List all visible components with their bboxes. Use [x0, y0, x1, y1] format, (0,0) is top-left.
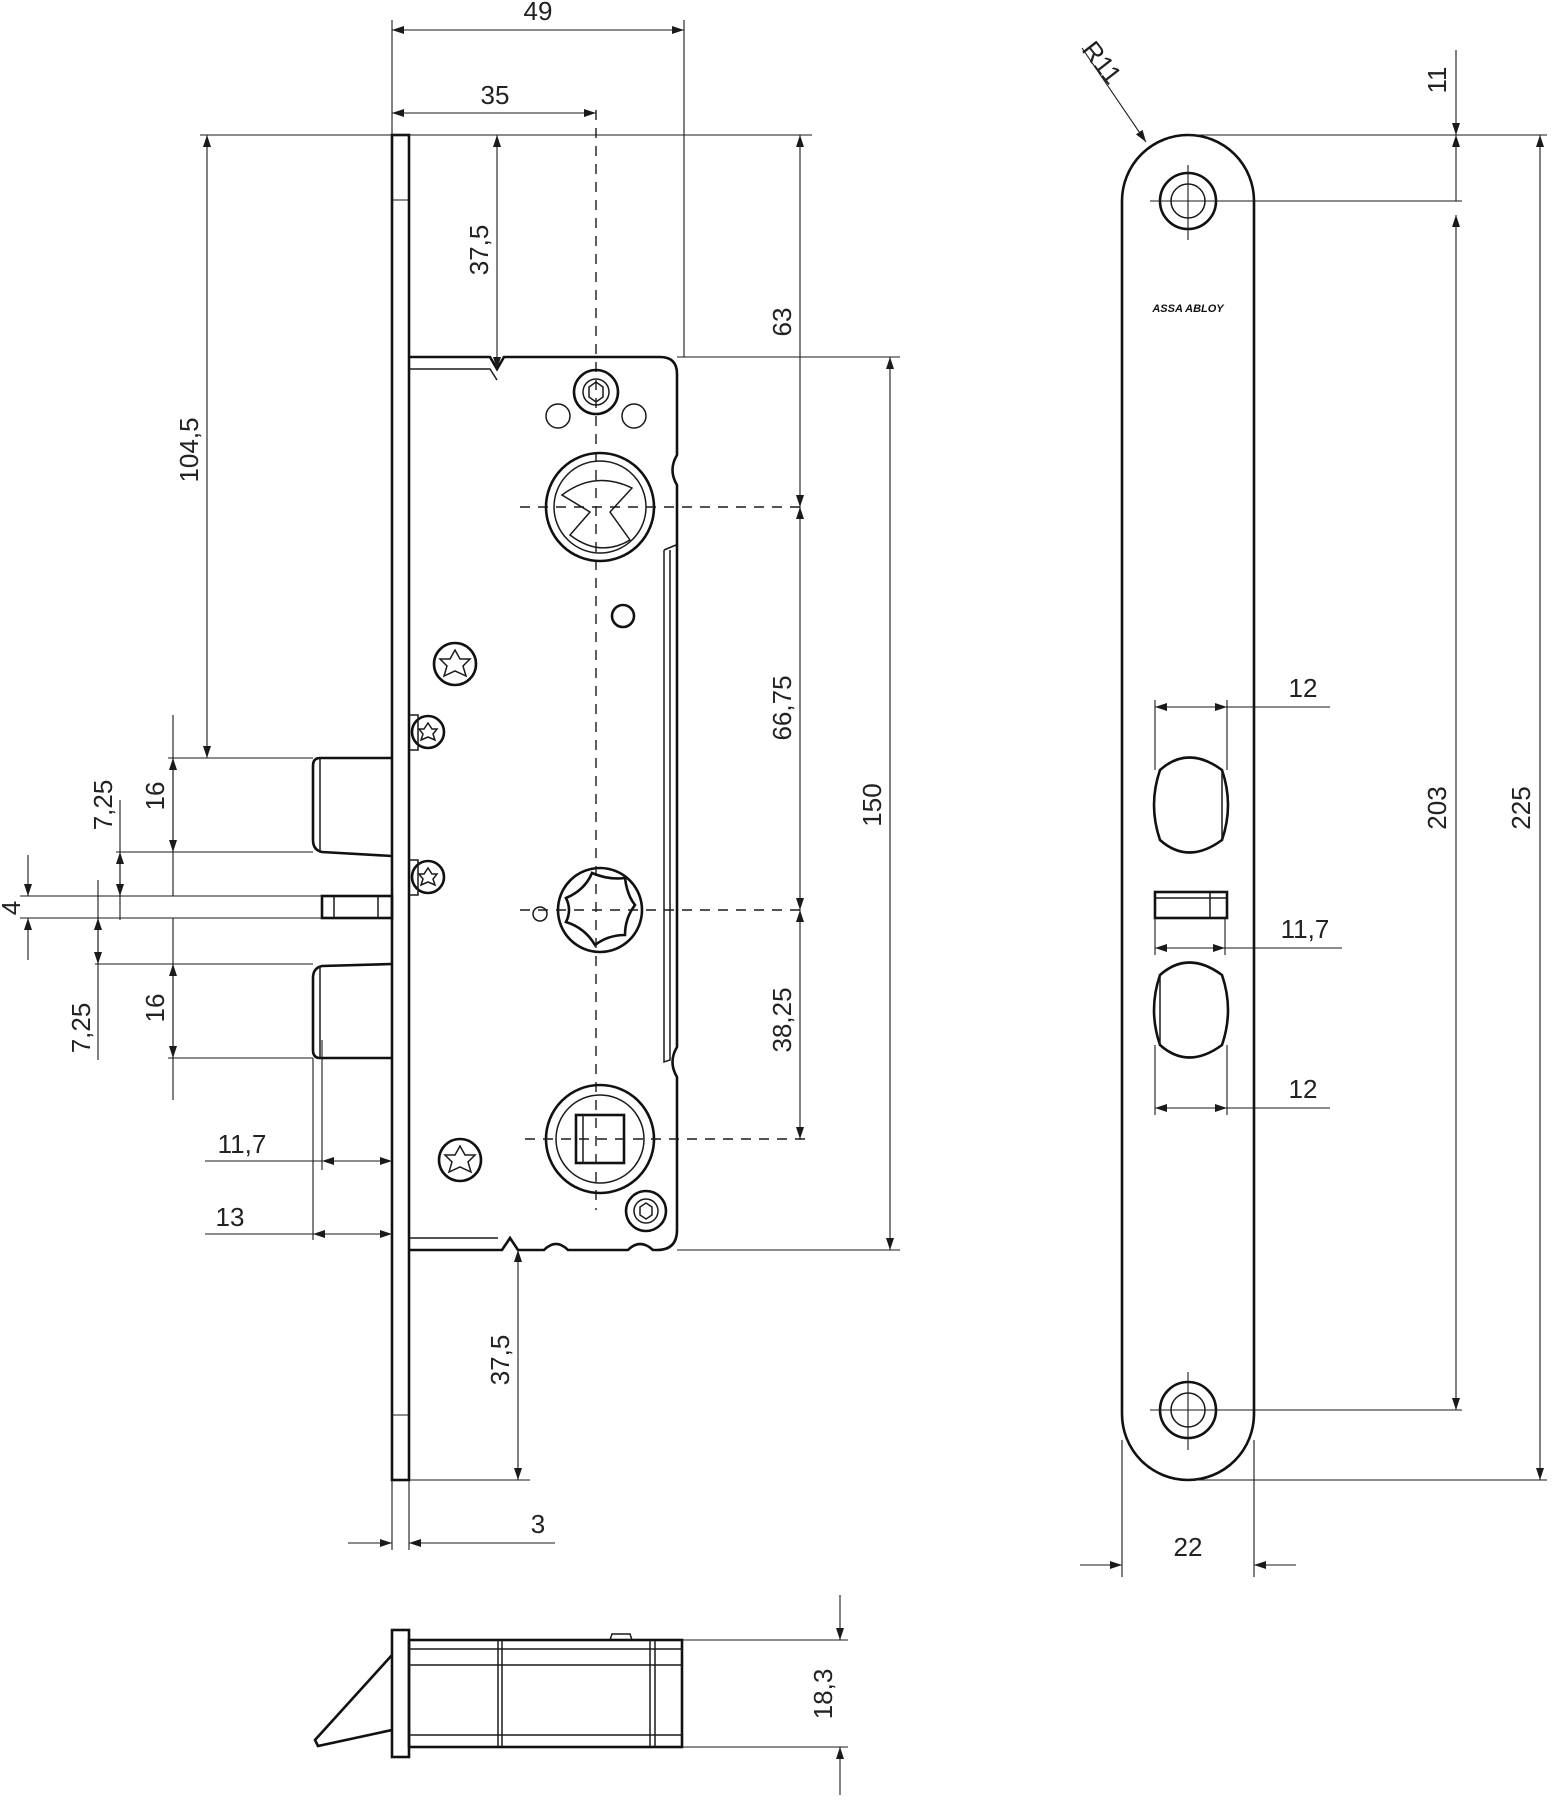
faceplate — [1120, 133, 1256, 1482]
dim-top-offset: 37,5 — [464, 225, 494, 276]
dim-latch-height-lower: 16 — [140, 994, 170, 1023]
dim-plate-width: 22 — [1174, 1532, 1203, 1562]
faceplate-hole-bottom — [1150, 1372, 1462, 1450]
case-slot — [663, 544, 677, 1064]
dim-bottom-offset: 37,5 — [485, 1335, 515, 1386]
dim-case-height: 150 — [857, 783, 887, 826]
faceplate-hole-top — [1150, 165, 1462, 240]
dim-plate-length: 225 — [1506, 786, 1536, 829]
case-screw-bottom — [624, 1189, 668, 1233]
dim-gap-upper: 7,25 — [88, 780, 118, 831]
latch-pivot-lower — [409, 859, 446, 896]
latch-bolt-upper — [311, 756, 393, 858]
front-view — [311, 110, 805, 1482]
brand-logo: ASSA ABLOY — [1151, 303, 1225, 315]
dim-latch-throw: 11,7 — [218, 1129, 267, 1159]
latch-pivot-upper — [409, 714, 446, 751]
dim-backset: 35 — [481, 80, 510, 110]
dim-latch-width-upper: 12 — [1289, 673, 1318, 703]
deadbolt — [320, 894, 394, 920]
dim-gap-lower: 7,25 — [66, 1003, 96, 1054]
dim-latch-width-lower: 12 — [1289, 1074, 1318, 1104]
faceplate-view: ASSA ABLOY — [1120, 133, 1462, 1482]
torx-screw-lower — [437, 1137, 483, 1183]
dim-bolt-throw: 13 — [216, 1202, 245, 1232]
latch-opening-upper — [1152, 756, 1230, 854]
dim-deadbolt-thickness: 4 — [0, 901, 26, 915]
bottom-forend — [390, 1628, 411, 1759]
dim-hole-spacing: 203 — [1422, 786, 1452, 829]
dim-top-edge-to-hole: 11 — [1422, 67, 1452, 94]
forend-plate — [390, 133, 411, 1482]
dim-bottom-thickness: 18,3 — [808, 1669, 838, 1720]
follower-hub — [532, 866, 644, 954]
small-hole — [610, 603, 636, 629]
dim-follower-to-square: 38,25 — [767, 987, 797, 1052]
front-view-dimensions: 49 35 37,5 104,5 16 7,25 4 7,25 — [0, 0, 900, 1550]
dim-bolt-width: 11,7 — [1281, 914, 1330, 944]
latch-bevel — [313, 1654, 393, 1748]
dim-forend-thickness: 3 — [531, 1509, 545, 1539]
dim-cylinder-from-top: 63 — [767, 308, 797, 337]
bottom-case — [407, 1638, 684, 1749]
dim-forend-to-top-screw: 104,5 — [174, 417, 204, 482]
latch-opening-lower — [1152, 961, 1230, 1059]
lock-case — [409, 355, 679, 1252]
dim-overall-depth: 49 — [524, 0, 553, 26]
bottom-view-dimensions: 18,3 — [682, 1595, 848, 1795]
faceplate-dimensions: R11 11 203 225 12 11,7 12 2 — [1076, 35, 1547, 1577]
torx-screw-upper — [432, 641, 478, 687]
case-screw-top — [545, 368, 647, 429]
bolt-opening — [1153, 890, 1229, 920]
dim-corner-radius: R11 — [1076, 35, 1128, 90]
dim-latch-height-upper: 16 — [140, 782, 170, 811]
latch-bolt-lower — [311, 962, 393, 1060]
dim-cylinder-to-follower: 66,75 — [767, 675, 797, 740]
bottom-view — [313, 1628, 684, 1759]
